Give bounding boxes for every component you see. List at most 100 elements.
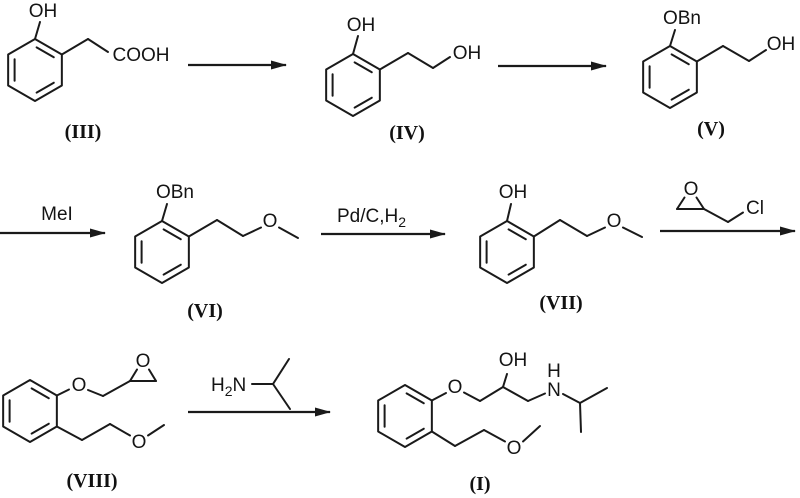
bond	[430, 430, 456, 447]
bond	[55, 425, 83, 441]
reagent-label-mei: MeI	[41, 204, 73, 225]
atom-label-obn: OBn	[663, 8, 701, 29]
reagent-epichlorohydrin: O Cl	[676, 179, 764, 223]
atom-label-o: O	[263, 211, 278, 232]
bond	[703, 208, 729, 223]
bond	[586, 226, 606, 237]
bond	[722, 45, 750, 62]
bond	[432, 56, 451, 69]
compound-caption: (III)	[65, 121, 102, 143]
benzene-ring	[2, 379, 58, 443]
bond	[527, 392, 546, 402]
compound-caption: (VIII)	[66, 470, 117, 492]
bond	[87, 389, 104, 397]
reagent-subscript: 2	[398, 214, 406, 230]
atom-label-oh: OH	[453, 43, 482, 64]
compound-iii: OH COOH (III)	[7, 1, 170, 143]
bond	[272, 358, 290, 385]
atom-label-o: O	[72, 375, 87, 396]
arrow-step-4: Pd/C,H2	[321, 206, 446, 239]
compound-caption: (IV)	[389, 122, 425, 144]
compound-caption: (V)	[697, 118, 725, 140]
benzene-ring	[479, 220, 535, 284]
bond	[748, 49, 767, 62]
atom-label-o: O	[136, 351, 151, 372]
atom-label-h: H	[547, 361, 561, 382]
bond	[34, 21, 41, 40]
bond	[506, 203, 512, 222]
compound-viii: O O O (VIII)	[2, 351, 165, 492]
atom-label-oh: OH	[29, 1, 58, 22]
reagent-text: H	[211, 375, 225, 396]
bond	[352, 35, 359, 55]
benzene-ring	[377, 384, 433, 448]
bond	[669, 29, 676, 47]
atom-label-oh: OH	[499, 350, 528, 371]
bond	[622, 226, 643, 238]
reagent-label-h2n: H2N	[211, 375, 246, 399]
compound-v: OBn OH (V)	[642, 8, 796, 140]
bond	[579, 402, 582, 433]
bond	[532, 219, 561, 238]
benzene-ring	[7, 38, 63, 102]
compound-iv: OH OH (IV)	[325, 15, 482, 144]
compound-caption: (VI)	[187, 300, 223, 322]
compound-vi: OBn O (VI)	[134, 182, 299, 322]
bond	[216, 219, 244, 237]
bond	[695, 45, 724, 63]
bond	[242, 226, 262, 237]
arrow-step-3: MeI	[0, 204, 106, 238]
bond	[727, 211, 744, 223]
bond	[463, 391, 481, 402]
arrow-step-6: H2N	[188, 358, 331, 417]
bond	[522, 425, 541, 443]
atom-label-o: O	[684, 179, 699, 200]
atom-label-oh: OH	[767, 34, 796, 55]
arrow-step-5: O Cl	[660, 179, 796, 236]
bond	[579, 387, 608, 404]
bond	[187, 219, 218, 238]
bond	[87, 38, 109, 53]
atom-label-oh: OH	[499, 182, 528, 203]
compound-caption: (VII)	[539, 292, 582, 314]
bond	[55, 388, 70, 397]
bond	[148, 368, 157, 382]
compound-vii: OH O (VII)	[479, 182, 643, 314]
bond	[378, 52, 409, 71]
bond	[502, 373, 508, 388]
compound-caption: (I)	[469, 473, 490, 495]
atom-label-o: O	[448, 377, 463, 398]
bond	[562, 393, 581, 404]
bond	[559, 219, 588, 237]
bond	[695, 196, 705, 210]
atom-label-cl: Cl	[746, 198, 764, 219]
bond	[502, 386, 529, 402]
bond	[109, 423, 131, 437]
atom-label-n: N	[547, 380, 561, 401]
bond	[272, 383, 291, 410]
bond	[161, 203, 168, 222]
bond	[407, 52, 434, 69]
benzene-ring	[642, 45, 698, 109]
reagent-isopropylamine: H2N	[211, 358, 291, 410]
atom-label-o: O	[607, 211, 622, 232]
benzene-ring	[134, 220, 190, 284]
bond	[278, 226, 299, 239]
atom-label-o: O	[507, 438, 522, 459]
reagent-label-pdc-h2: Pd/C,H2	[337, 206, 406, 230]
bond	[479, 386, 504, 402]
benzene-ring	[325, 53, 381, 117]
compound-i: O OH H N O (I)	[377, 350, 608, 495]
reagent-text: Pd/C,H	[337, 206, 398, 227]
bond	[430, 392, 447, 402]
reagent-text: N	[233, 375, 247, 396]
atom-label-obn: OBn	[156, 182, 194, 203]
bond	[129, 368, 138, 382]
bond	[483, 429, 506, 443]
atom-label-o: O	[132, 432, 147, 453]
bond	[60, 38, 89, 56]
reagent-subscript: 2	[225, 383, 233, 399]
bond	[147, 424, 165, 437]
